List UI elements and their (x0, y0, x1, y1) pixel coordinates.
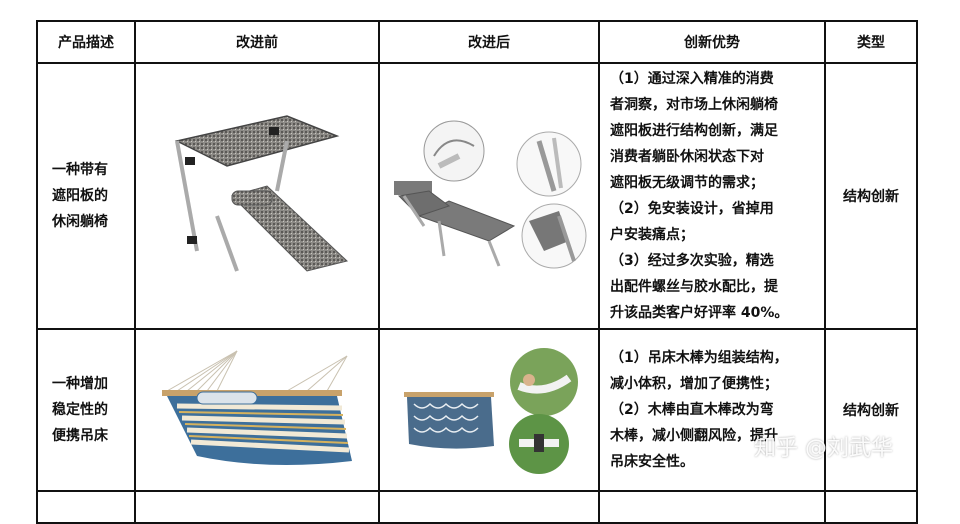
header-before: 改进前 (134, 20, 380, 64)
hammock-with-usage-insets-image (404, 348, 578, 474)
type-cell: 结构创新 (824, 62, 918, 330)
type-cell: 结构创新 (824, 328, 918, 492)
header-product-description: 产品描述 (36, 20, 136, 64)
product-description-cell: 一种增加 稳定性的 便携吊床 (36, 328, 136, 492)
header-type: 类型 (824, 20, 918, 64)
table-header-row: 产品描述 改进前 改进后 创新优势 类型 (36, 20, 918, 64)
advantage-cell: （1）通过深入精准的消费 者洞察，对市场上休闲躺椅 遮阳板进行结构创新，满足 消… (598, 62, 826, 330)
product-description-cell: 一种带有 遮阳板的 休闲躺椅 (36, 62, 136, 330)
header-advantage: 创新优势 (598, 20, 826, 64)
table-row: 一种带有 遮阳板的 休闲躺椅 (36, 62, 918, 330)
header-after: 改进后 (378, 20, 600, 64)
striped-hammock-image (162, 350, 352, 465)
folding-lounger-with-detail-insets-image (394, 120, 587, 269)
before-image-cell (134, 62, 380, 330)
before-image-cell (134, 328, 380, 492)
table-row: 一种增加 稳定性的 便携吊床 (36, 328, 918, 492)
advantage-cell: （1）吊床木棒为组装结构， 减小体积，增加了便携性； （2）木棒由直木棒改为弯 … (598, 328, 826, 492)
after-image-cell (378, 62, 600, 330)
lounge-chair-with-sunshade-image (174, 115, 349, 272)
after-image-cell (378, 328, 600, 492)
watermark: 知乎 @刘武华 (754, 436, 893, 461)
table-row-partial (36, 490, 918, 524)
